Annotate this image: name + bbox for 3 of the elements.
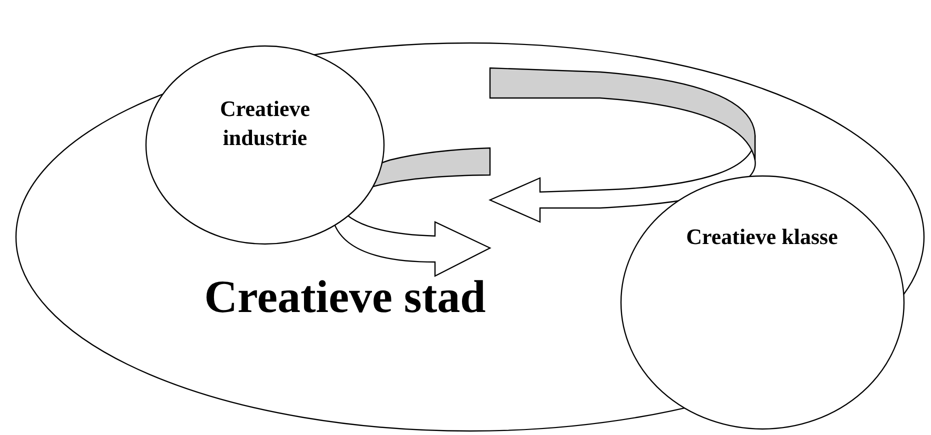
- node-label: Creatieve stad: [203, 270, 487, 324]
- node-label: Creatieve industrie: [219, 95, 311, 152]
- node-label: Creatieve klasse: [685, 223, 839, 251]
